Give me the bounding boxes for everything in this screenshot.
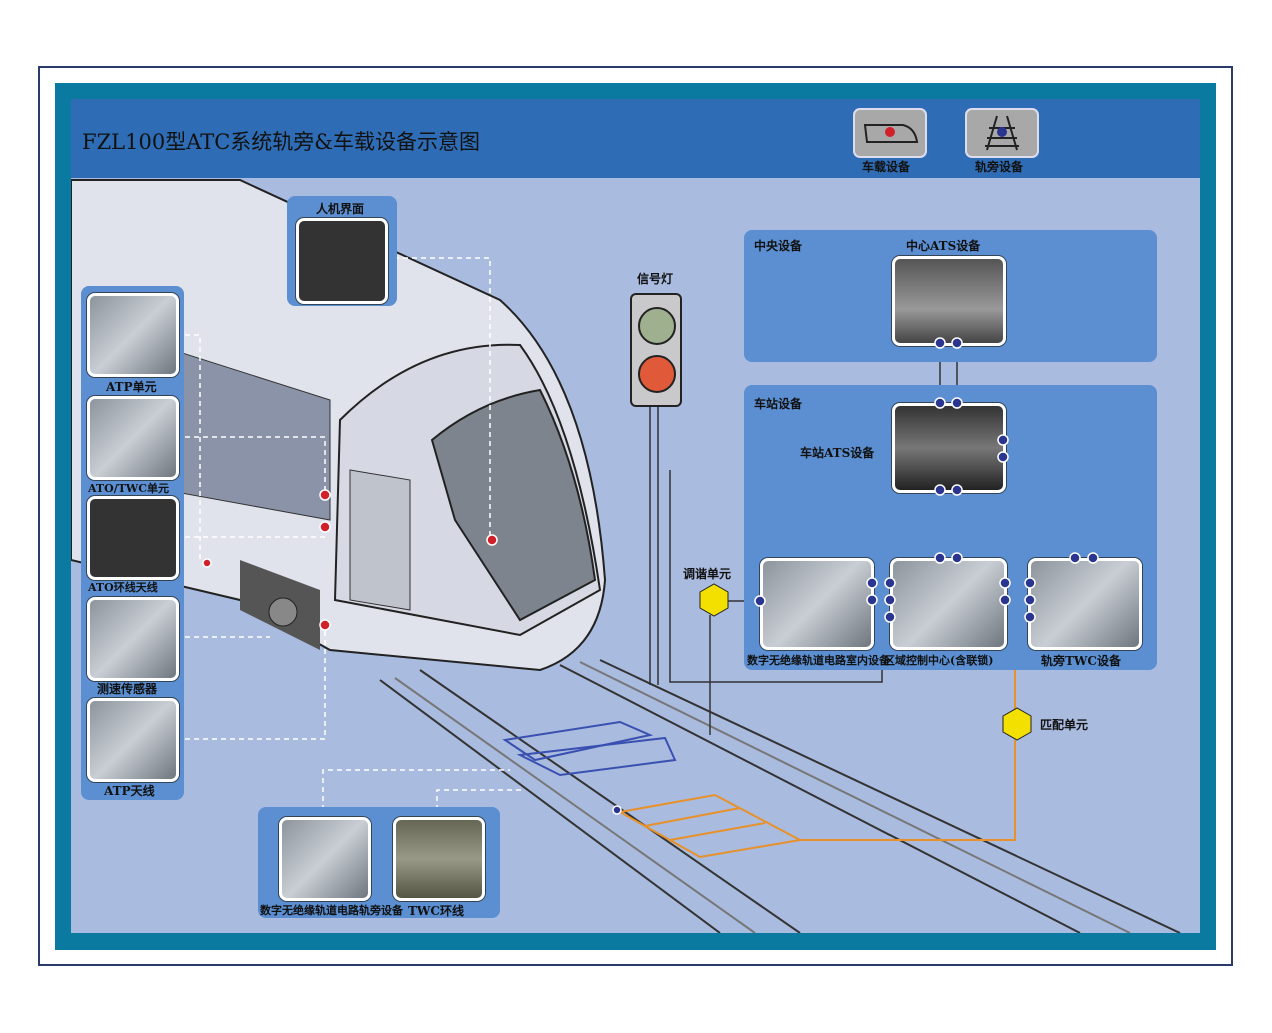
central-title: 中央设备 xyxy=(754,239,803,253)
tuning-unit-cube xyxy=(699,583,729,617)
page-title: FZL100型ATC系统轨旁&车载设备示意图 xyxy=(82,130,480,154)
station-ats-photo xyxy=(892,403,1006,493)
track-icon xyxy=(985,115,1019,151)
legend-trackside-label: 轨旁设备 xyxy=(975,160,1024,174)
train-icon xyxy=(863,124,919,143)
legend-onboard xyxy=(853,108,927,158)
matching-unit-label: 匹配单元 xyxy=(1040,718,1089,732)
tuning-unit-label: 调谐单元 xyxy=(683,567,732,581)
twc-trackside-photo xyxy=(1028,558,1142,650)
twc-loop xyxy=(502,720,677,777)
outer-border xyxy=(38,66,1233,966)
hmi-photo xyxy=(296,218,388,304)
twc-loop-photo xyxy=(393,817,485,901)
twc-trackside-label: 轨旁TWC设备 xyxy=(1041,654,1121,668)
station-title: 车站设备 xyxy=(754,397,803,411)
atp-antenna-photo xyxy=(87,698,179,782)
signal-green-lamp xyxy=(638,307,676,345)
zone-controller-photo xyxy=(890,558,1007,650)
zone-controller-label: 区域控制中心(含联锁) xyxy=(884,654,994,667)
rails xyxy=(379,659,1181,933)
matching-unit-cube xyxy=(1002,707,1032,741)
legend-trackside xyxy=(965,108,1039,158)
track-circuit-trackside-photo xyxy=(279,817,371,901)
atp-antenna-label: ATP天线 xyxy=(104,784,155,798)
dashed-leaders xyxy=(176,257,525,810)
central-ats-label: 中心ATS设备 xyxy=(906,239,981,253)
ato-twc-unit-label: ATO/TWC单元 xyxy=(88,482,170,495)
central-ats-photo xyxy=(892,256,1006,346)
ato-antenna-label: ATO环线天线 xyxy=(88,581,158,594)
speed-sensor-photo xyxy=(87,597,179,681)
twc-loop-label: TWC环线 xyxy=(408,904,464,918)
ato-twc-unit-photo xyxy=(87,396,179,480)
hmi-label: 人机界面 xyxy=(316,202,365,216)
ato-antenna-photo xyxy=(87,496,179,580)
train-body xyxy=(71,179,607,672)
signal-label: 信号灯 xyxy=(637,272,674,286)
atp-unit-photo xyxy=(87,293,179,377)
atp-unit-label: ATP单元 xyxy=(106,380,157,394)
track-circuit-trackside-label: 数字无绝缘轨道电路轨旁设备 xyxy=(260,904,403,917)
signal-red-lamp xyxy=(638,355,676,393)
signal-light xyxy=(630,293,682,407)
track-circuit-indoor-label: 数字无绝缘轨道电路室内设备 xyxy=(747,654,890,667)
speed-sensor-label: 测速传感器 xyxy=(97,682,158,696)
station-ats-label: 车站ATS设备 xyxy=(800,446,875,460)
legend-onboard-label: 车载设备 xyxy=(862,160,911,174)
